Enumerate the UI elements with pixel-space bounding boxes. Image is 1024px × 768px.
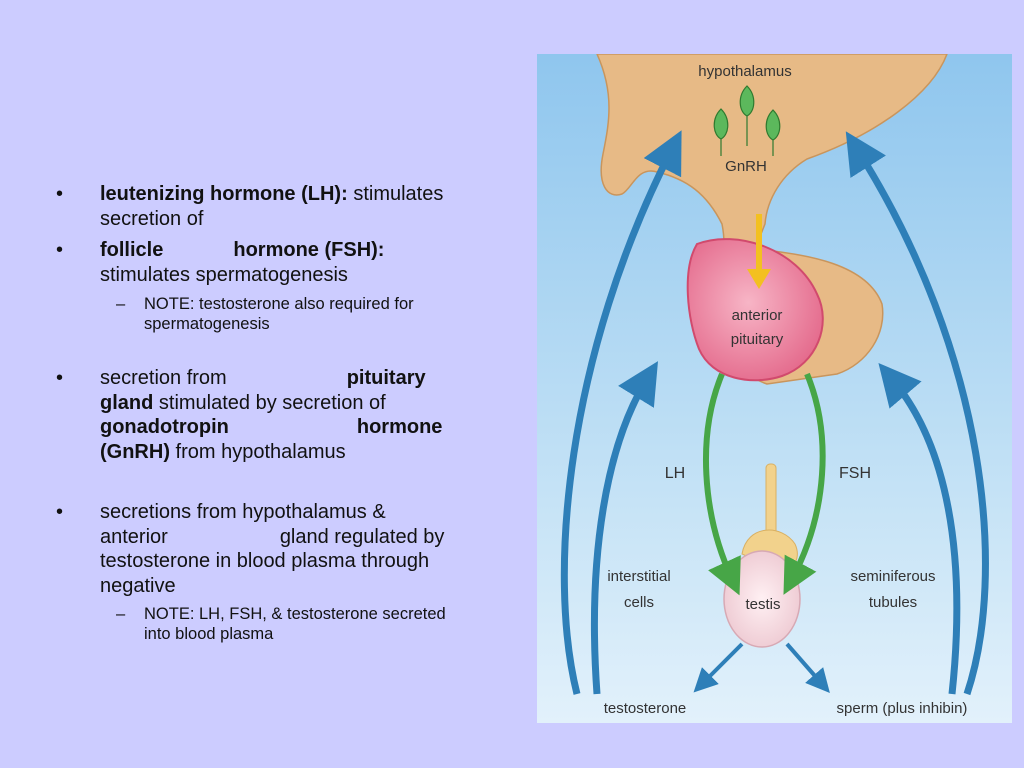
bullet-dot: • <box>56 501 64 523</box>
fsh-term-1: follicle <box>100 239 164 261</box>
gnrh-line-3a: gonadotropin <box>100 416 229 438</box>
label-seminiferous: seminiferous <box>850 568 935 585</box>
reg-line-2a: anterior <box>100 525 168 548</box>
testosterone-feedback-arrow-inner <box>590 361 658 695</box>
lh-desc-2: secretion of <box>100 207 204 230</box>
gnrh-line-4-bold: (GnRH) <box>100 440 170 463</box>
label-anterior: anterior <box>732 307 783 324</box>
fsh-arrow <box>783 372 826 595</box>
lh-arrow <box>703 372 741 596</box>
lh-desc: stimulates <box>347 183 444 205</box>
reg-line-2b: gland regulated by <box>279 525 445 548</box>
note-1-line-1: NOTE: testosterone also required for <box>144 295 414 313</box>
fsh-desc: stimulates spermatogenesis <box>100 263 348 286</box>
gnrh-line-2-rest: stimulated by secretion of <box>153 391 386 414</box>
gnrh-neurons-icon <box>713 85 781 156</box>
sub-dash: – <box>116 295 126 313</box>
reg-line-4: negative <box>100 574 176 597</box>
label-fsh: FSH <box>839 465 871 482</box>
note-1-line-2: spermatogenesis <box>144 315 270 333</box>
sub-dash: – <box>116 605 126 623</box>
testosterone-feedback-arrow-outer <box>560 130 682 695</box>
label-cells: cells <box>624 594 654 611</box>
feedback-diagram: hypothalamus GnRH anterior pituitary LH … <box>537 54 1012 723</box>
gnrh-arrow-icon <box>747 214 771 289</box>
label-gnrh: GnRH <box>725 158 767 175</box>
label-sperm: sperm (plus inhibin) <box>837 700 968 717</box>
label-hypothalamus: hypothalamus <box>698 63 791 80</box>
label-testosterone: testosterone <box>604 700 687 717</box>
sperm-output-arrow <box>785 642 830 694</box>
lh-term: leutenizing hormone (LH): <box>100 183 348 205</box>
label-testis: testis <box>745 596 780 613</box>
diagram-svg: hypothalamus GnRH anterior pituitary LH … <box>537 54 1012 723</box>
gnrh-line-2-bold: gland <box>100 391 154 414</box>
bullet-dot: • <box>56 367 64 389</box>
label-tubules: tubules <box>869 594 917 611</box>
testosterone-output-arrow <box>693 642 744 693</box>
label-lh: LH <box>665 465 685 482</box>
inhibin-feedback-arrow-outer <box>845 131 989 696</box>
gnrh-line-1a: secretion from <box>100 367 227 389</box>
gnrh-line-4-rest: from hypothalamus <box>169 440 346 463</box>
reg-line-1: secretions from hypothalamus & <box>100 501 386 523</box>
label-pituitary: pituitary <box>731 331 784 348</box>
bullet-dot: • <box>56 239 64 261</box>
note-2-line-1: NOTE: LH, FSH, & testosterone secreted <box>144 605 446 623</box>
gnrh-line-3b: hormone <box>356 416 443 438</box>
reg-line-3: testosterone in blood plasma through <box>100 550 430 572</box>
anterior-pituitary <box>686 238 824 382</box>
note-2-line-2: into blood plasma <box>144 625 274 643</box>
fsh-term-2: hormone (FSH): <box>233 239 385 261</box>
bullet-dot: • <box>56 183 64 205</box>
label-interstitial: interstitial <box>607 568 670 585</box>
inhibin-feedback-arrow-inner <box>878 362 961 695</box>
gnrh-line-1b: pituitary <box>346 367 426 389</box>
